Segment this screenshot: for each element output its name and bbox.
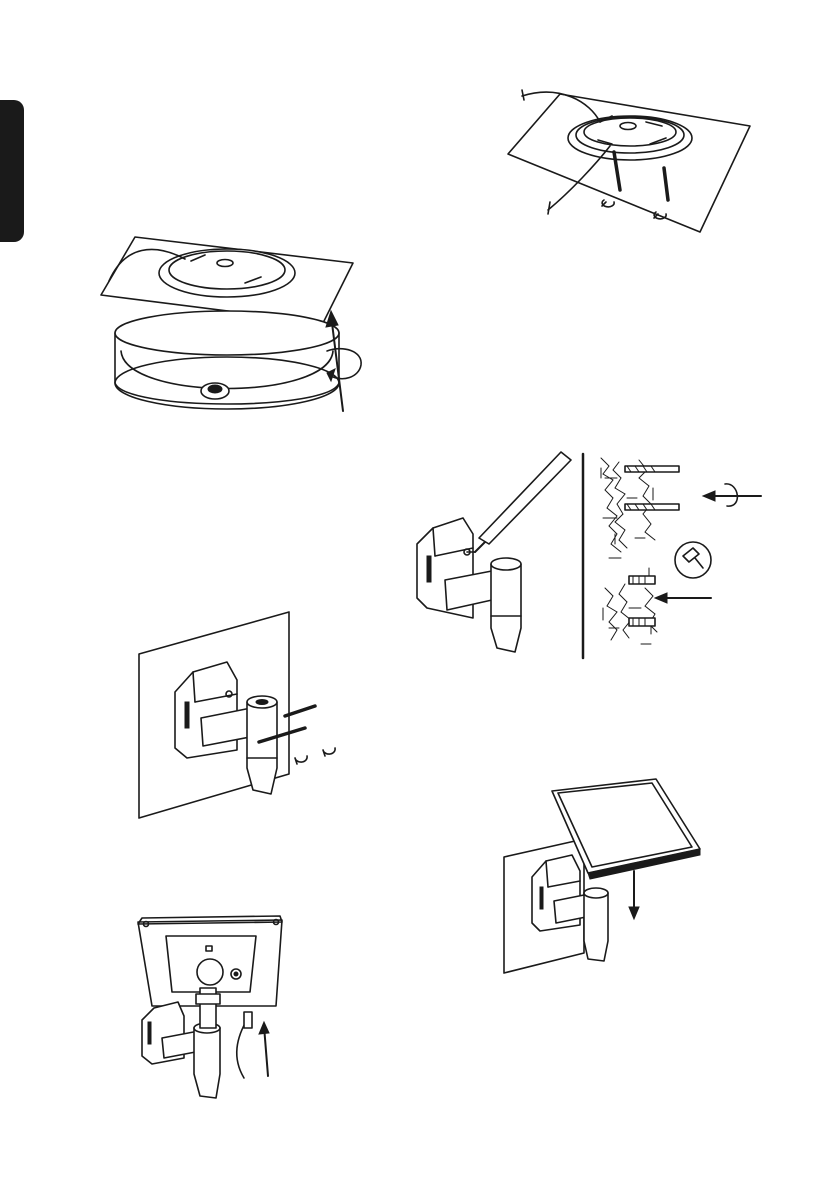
figure-panel-cable-connect (128, 908, 298, 1108)
ceiling-lamp-rotate-figure (95, 215, 370, 420)
panel-cable-connect-figure (128, 908, 298, 1108)
solar-panel-slide-figure (500, 775, 715, 975)
figure-wall-bracket-screw (135, 608, 360, 820)
figure-solar-panel-mount (500, 775, 715, 975)
ceiling-mount-screws-figure (500, 82, 760, 242)
figure-mark-drill-holes (405, 448, 770, 663)
figure-ceiling-plate-screw (500, 82, 760, 242)
figure-ceiling-lamp-attach (95, 215, 370, 420)
bracket-mark-and-drill-figure (405, 448, 770, 663)
wall-bracket-screws-figure (135, 608, 360, 820)
page-tab-marker (0, 100, 24, 242)
